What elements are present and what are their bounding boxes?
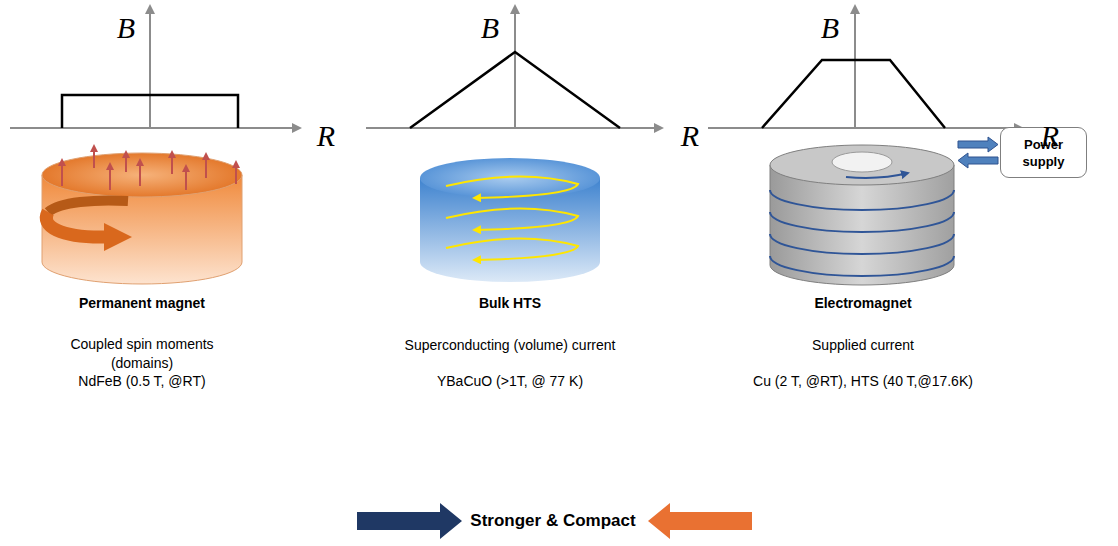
- field-plot: [10, 6, 300, 128]
- field-plot: [708, 6, 1022, 128]
- magnet-node: Bulk HTSSuperconducting (volume) current…: [420, 150, 600, 285]
- permanent-magnet-cylinder: [42, 146, 242, 284]
- bulk-hts-cylinder: [420, 158, 600, 282]
- axis-label: R: [1041, 120, 1059, 152]
- magnet-title: Electromagnet: [814, 294, 911, 313]
- trend-label: Stronger & Compact: [470, 510, 635, 532]
- axis-label: B: [481, 12, 499, 44]
- field-plot: [366, 6, 662, 128]
- magnet-description: Coupled spin moments (domains): [52, 335, 232, 373]
- bottom-arrow: [648, 503, 752, 539]
- magnet-description: Supplied current: [812, 336, 914, 355]
- axis-label: B: [821, 12, 839, 44]
- block-arrow: [958, 137, 998, 152]
- magnet-description: NdFeB (0.5 T, @RT): [78, 372, 205, 391]
- magnet-description: Cu (2 T, @RT), HTS (40 T,@17.6K): [753, 372, 973, 391]
- power-connector: [958, 137, 998, 168]
- magnet-title: Bulk HTS: [479, 294, 541, 313]
- electromagnet-coil: [770, 145, 954, 285]
- magnet-title: Permanent magnet: [79, 294, 205, 313]
- magnet-node: ElectromagnetSupplied currentCu (2 T, @R…: [770, 143, 956, 288]
- magnet-description: Superconducting (volume) current: [405, 336, 616, 355]
- block-arrow: [958, 153, 998, 168]
- axis-label: R: [681, 120, 699, 152]
- axis-label: B: [117, 12, 135, 44]
- magnet-node: Permanent magnetCoupled spin moments (do…: [42, 148, 242, 288]
- bottom-arrow: [357, 503, 462, 539]
- axis-label: R: [317, 120, 335, 152]
- magnet-description: YBaCuO (>1T, @ 77 K): [437, 372, 583, 391]
